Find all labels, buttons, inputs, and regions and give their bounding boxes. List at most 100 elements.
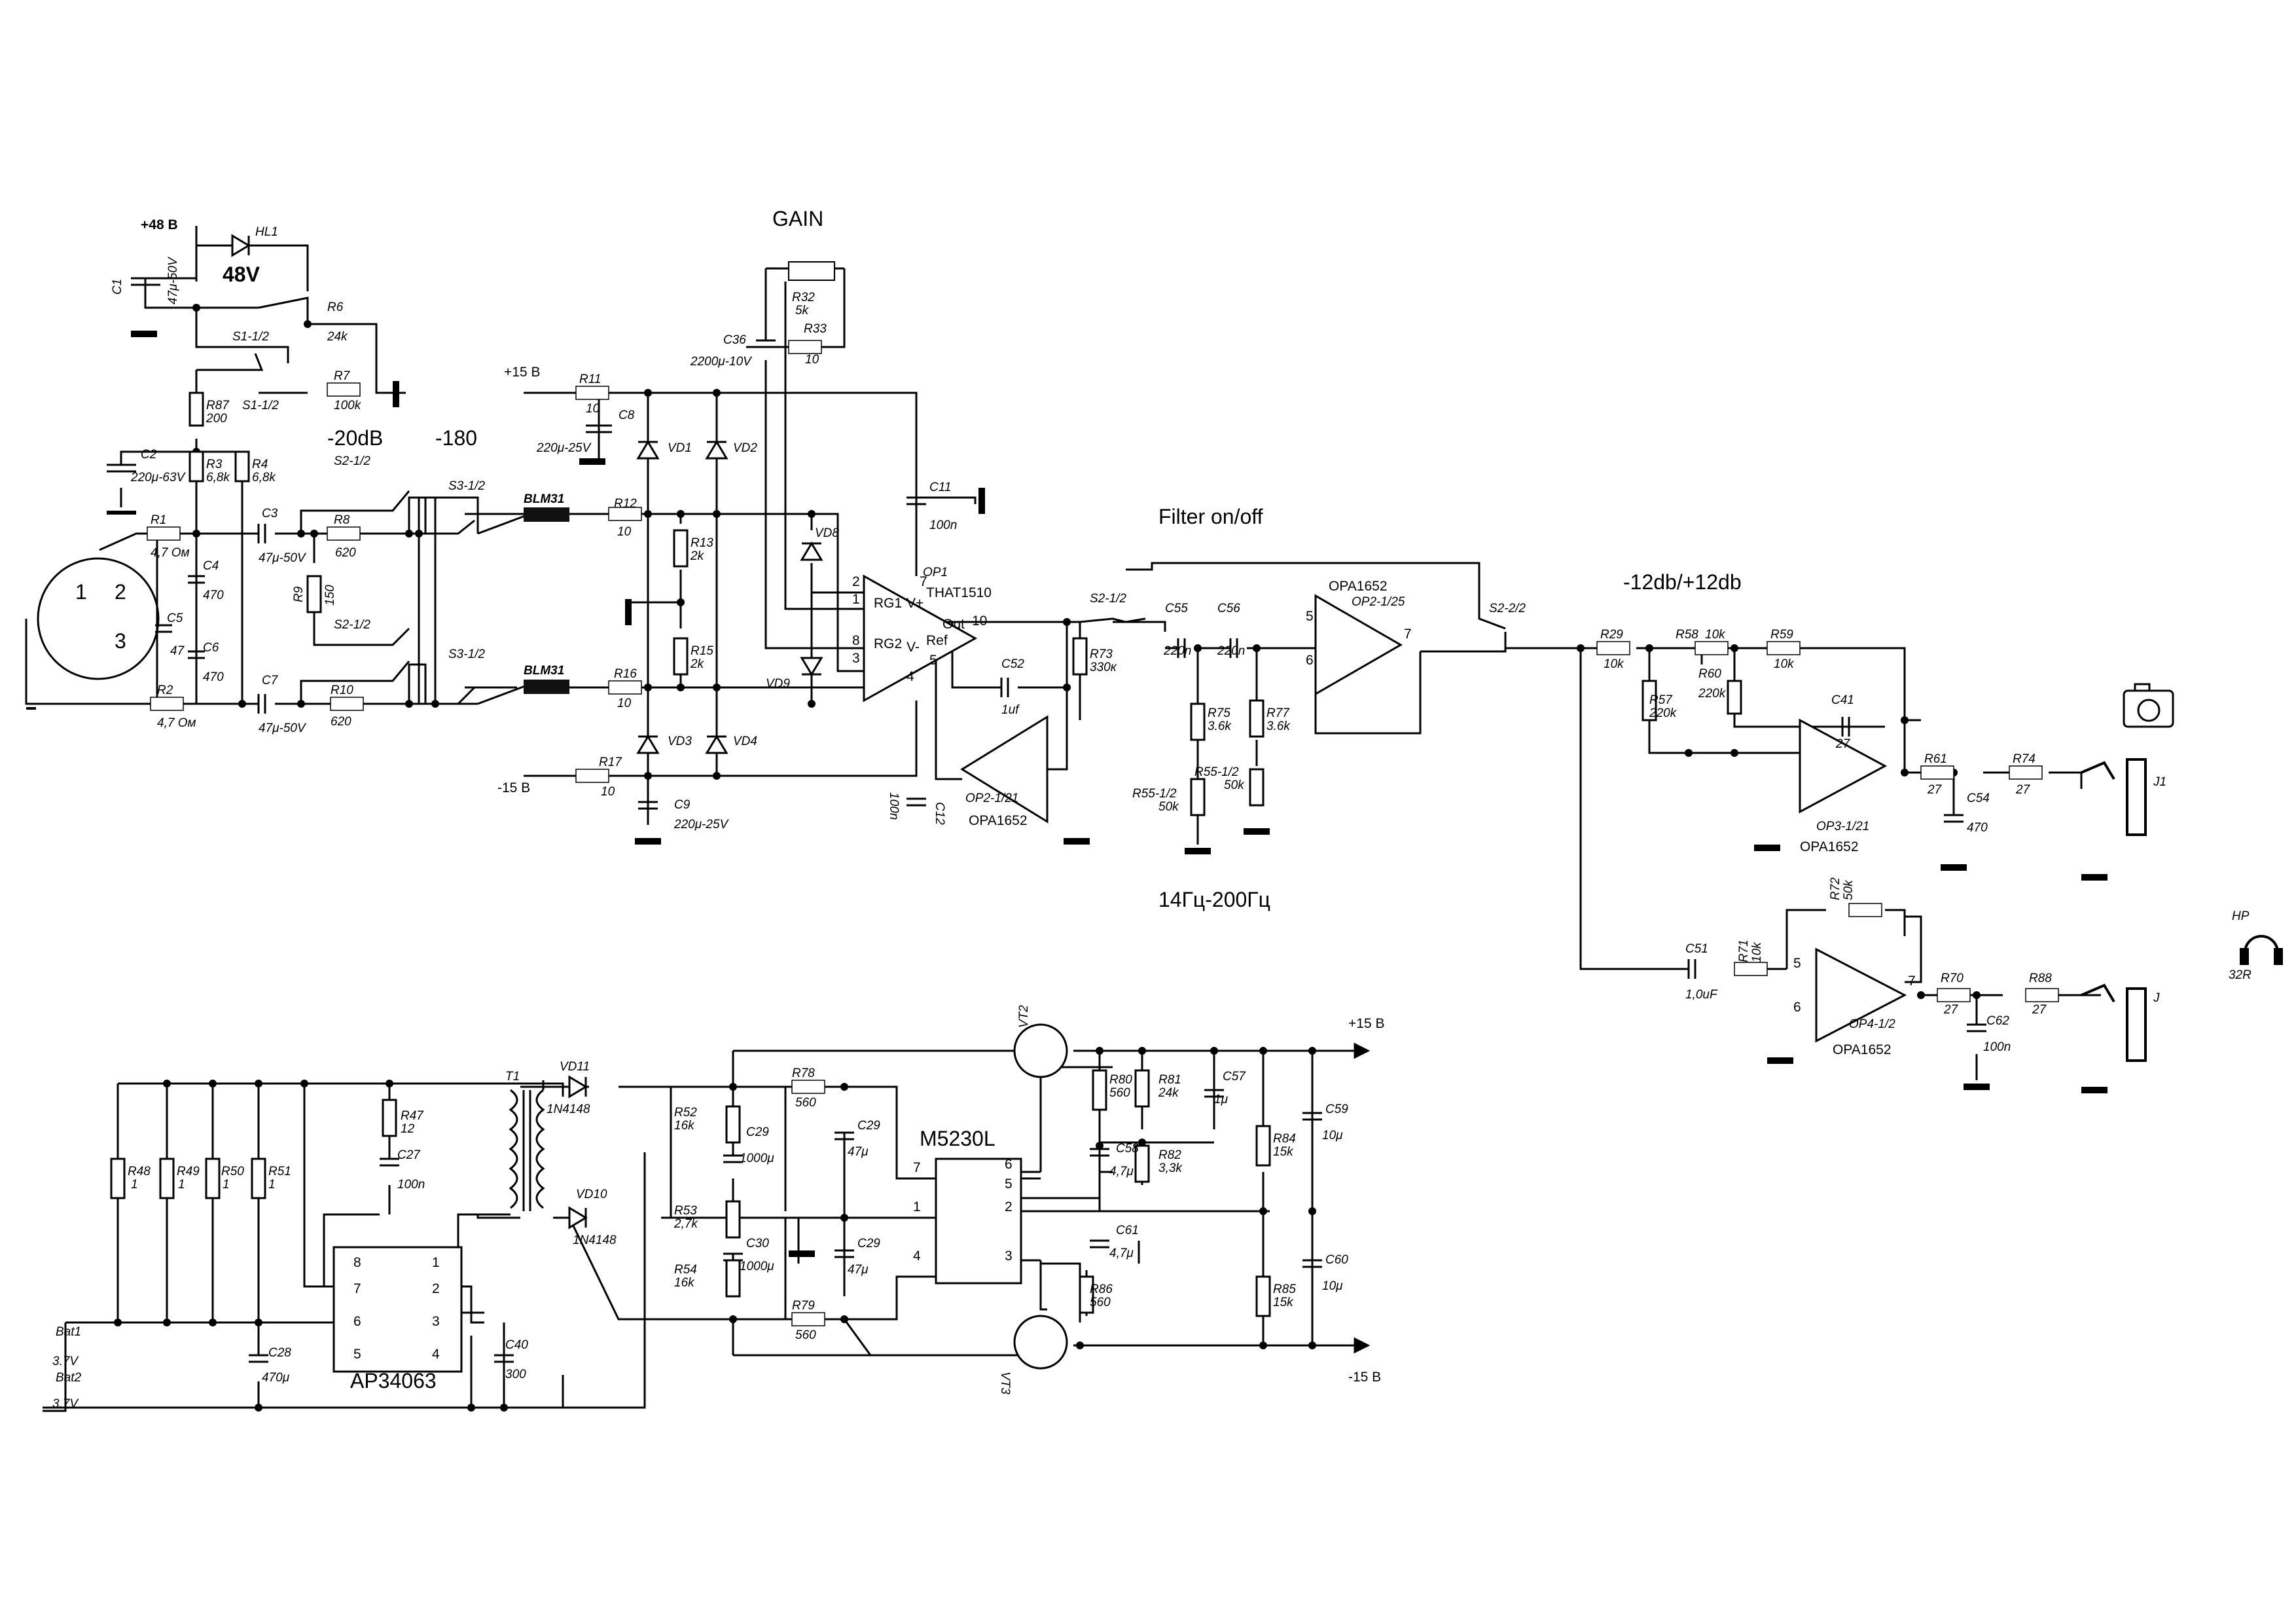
pin-m-3: 3: [1005, 1249, 1013, 1264]
lbl-r79-v: 560: [795, 1328, 816, 1342]
lbl-r55a: R55-1/2: [1132, 787, 1177, 801]
lbl-c29c: C29: [857, 1237, 880, 1250]
lbl-r88-v: 27: [2032, 1003, 2047, 1017]
lbl-vd8: VD8: [815, 526, 839, 540]
lbl-r6-v: 24k: [327, 330, 348, 344]
rail-labels: +48 В +15 В -15 В +15 В -15 В 48V HP 32R: [141, 217, 2251, 1385]
lbl-c58-v: 4,7μ: [1109, 1165, 1134, 1178]
lbl-r78: R78: [792, 1067, 815, 1080]
lbl-r9: R9: [292, 586, 306, 602]
lbl-r48-v: 1: [131, 1178, 138, 1192]
lbl-r53: R53: [674, 1204, 697, 1218]
lbl-r82: R82: [1158, 1148, 1181, 1162]
lbl-bat1-v: 3.7V: [52, 1355, 79, 1368]
lbl-c11: C11: [929, 481, 951, 494]
section-headings: GAIN Filter on/off -20dB -180 -12db/+12d…: [327, 207, 1742, 911]
lbl-r88: R88: [2029, 972, 2052, 985]
pin-op2-7: 7: [1404, 627, 1412, 642]
pin-op1-2: 2: [852, 574, 860, 589]
lbl-j1: J1: [2153, 775, 2166, 789]
lbl-r86-v: 560: [1090, 1296, 1111, 1309]
pin-ap-4: 4: [432, 1347, 440, 1362]
led-48v-text: 48V: [223, 263, 260, 286]
ground-symbols: [26, 331, 2108, 1257]
lbl-c61-v: 4,7μ: [1109, 1247, 1134, 1260]
lbl-c60-v: 10μ: [1322, 1279, 1343, 1293]
lbl-r55b: R55-1/2: [1194, 765, 1239, 779]
pin-op2-6: 6: [1306, 653, 1314, 668]
lbl-r2: R2: [157, 684, 173, 697]
lbl-s3a: S3-1/2: [448, 479, 485, 493]
lbl-r51-v: 1: [268, 1178, 276, 1192]
lbl-c56-v: 220n: [1217, 644, 1245, 658]
lbl-s1b: S1-1/2: [242, 399, 279, 412]
lbl-r12: R12: [614, 497, 637, 511]
lbl-c4: C4: [203, 559, 219, 573]
lbl-r2-v: 4,7 Ом: [157, 716, 196, 730]
lbl-c8: C8: [619, 409, 635, 422]
lbl-c51: C51: [1685, 942, 1708, 956]
capacitor-plates: [107, 277, 1986, 1363]
lbl-r87-v: 200: [206, 412, 227, 426]
lbl-c1: C1: [111, 279, 124, 295]
lbl-r86: R86: [1090, 1283, 1113, 1296]
pin-ap-5: 5: [353, 1347, 361, 1362]
lbl-c61: C61: [1116, 1224, 1139, 1237]
lbl-vd3: VD3: [668, 735, 692, 748]
lbl-c29b: C29: [857, 1119, 880, 1133]
lbl-r80: R80: [1109, 1073, 1132, 1087]
heading-gain: GAIN: [772, 207, 823, 230]
pin-op1-ref: Ref: [926, 633, 948, 648]
lbl-r58-v: 10k: [1705, 628, 1726, 642]
lbl-r58: R58: [1676, 628, 1698, 642]
lbl-r50: R50: [221, 1165, 244, 1178]
lbl-c9: C9: [674, 798, 691, 812]
lbl-c62-v: 100n: [1983, 1040, 2011, 1054]
lbl-r8: R8: [334, 513, 350, 527]
lbl-op2-21-type: OPA1652: [969, 813, 1028, 828]
pin-m-2: 2: [1005, 1199, 1013, 1214]
lbl-s2-12: S2-1/2: [1090, 592, 1126, 606]
heading-filter: Filter on/off: [1158, 505, 1263, 528]
lbl-r73-v: 330к: [1090, 661, 1117, 674]
lbl-r4-v: 6,8k: [252, 471, 276, 484]
hp-impedance: 32R: [2229, 968, 2251, 982]
lbl-r15-v: 2k: [690, 657, 705, 671]
lbl-r80-v: 560: [1109, 1086, 1130, 1100]
pin-op1-10: 10: [972, 613, 987, 629]
lbl-r32: R32: [792, 291, 815, 304]
pin-ap-3: 3: [432, 1314, 440, 1329]
rail-arrows: [1354, 1042, 1371, 1354]
transistors: [1013, 1023, 1068, 1370]
lbl-r1-v: 4,7 Ом: [151, 546, 190, 560]
lbl-op2-25-type: OPA1652: [1329, 579, 1388, 594]
lbl-c52: C52: [1001, 657, 1024, 671]
rail-plus48: +48 В: [141, 217, 178, 232]
pin-op4-7: 7: [1908, 974, 1916, 989]
lbl-j: J: [2153, 991, 2160, 1005]
pin-op4-5: 5: [1793, 956, 1801, 971]
lbl-r52: R52: [674, 1106, 697, 1120]
lbl-op3-type: OPA1652: [1800, 839, 1859, 854]
lbl-c27-v: 100n: [397, 1178, 425, 1192]
lbl-c7: C7: [262, 674, 279, 687]
lbl-c3-v: 47μ-50V: [259, 551, 307, 565]
rail-plus15-out: +15 В: [1348, 1016, 1384, 1031]
camera-icon: [2123, 683, 2174, 728]
transformer-coils: [509, 1089, 545, 1211]
lbl-r17: R17: [599, 756, 622, 769]
component-labels: HL1 C1 47μ-50V R6 24k S1-1/2 S1-1/2 R7 1…: [52, 225, 2166, 1411]
lbl-r54: R54: [674, 1263, 697, 1277]
lbl-r57: R57: [1649, 693, 1673, 707]
lbl-r70: R70: [1941, 972, 1964, 985]
lbl-r60: R60: [1698, 667, 1721, 681]
lbl-r59-v: 10k: [1774, 657, 1795, 671]
lbl-c6: C6: [203, 641, 219, 655]
lbl-r6: R6: [327, 301, 344, 314]
pin-ap-8: 8: [353, 1255, 361, 1270]
lbl-r53-v: 2,7k: [673, 1217, 698, 1231]
jack-symbols: [2081, 758, 2147, 1062]
pin-op2-5: 5: [1306, 609, 1314, 624]
lbl-r55a-v: 50k: [1158, 800, 1179, 814]
